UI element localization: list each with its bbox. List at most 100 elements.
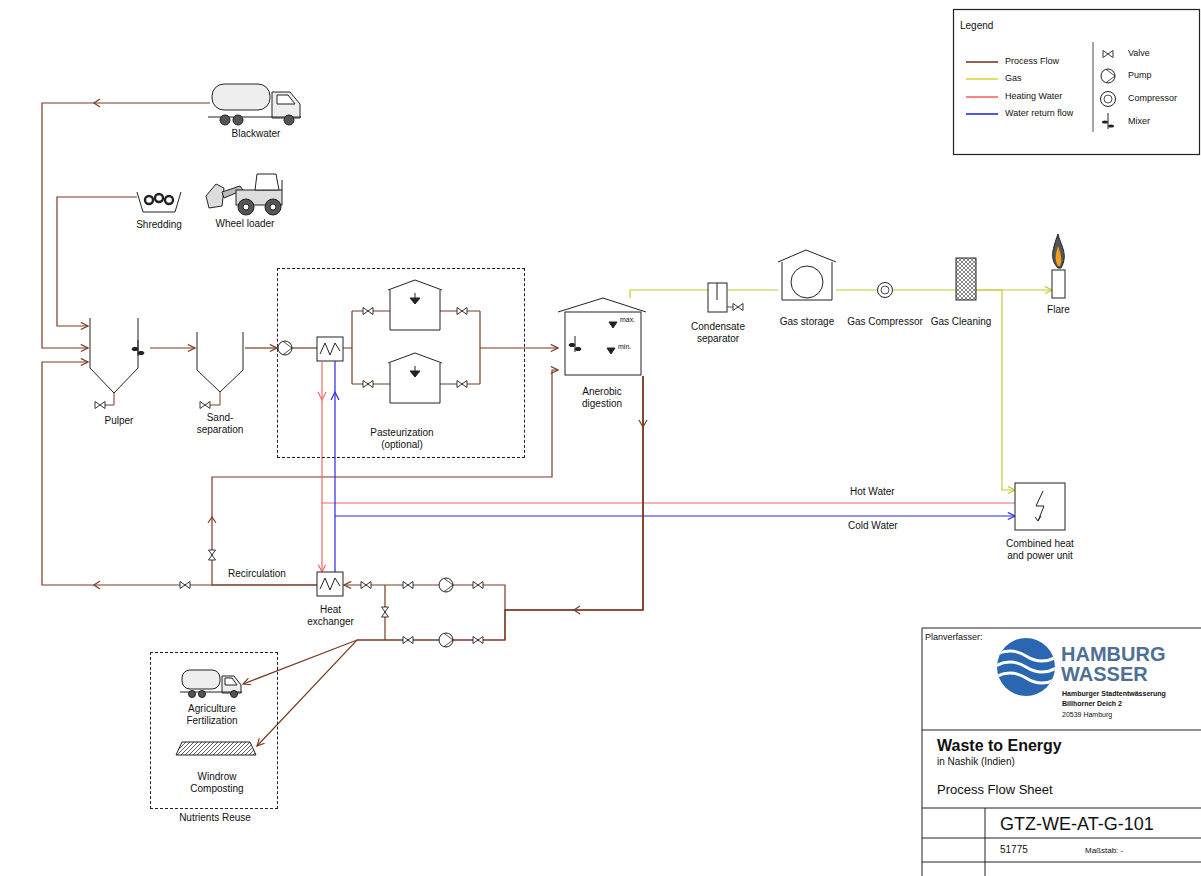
pump-station <box>209 550 216 560</box>
title-block-frame <box>922 628 923 876</box>
equipment-label: Pasteurization (optional) <box>357 427 447 451</box>
fertilizer-truck-icon <box>180 670 242 698</box>
tanker-truck-icon <box>233 115 243 125</box>
water-line <box>335 516 1015 572</box>
flow-label: Hot Water <box>848 486 897 498</box>
sheet-label: 51775 <box>1000 844 1028 856</box>
flow-arrow <box>574 606 580 614</box>
equipment-label: Gas storage <box>777 316 837 328</box>
equipment-node: Gas Cleaning <box>956 258 976 300</box>
legend-frame <box>954 10 1200 155</box>
equipment-node: Pulper <box>88 315 150 397</box>
pump-station <box>439 633 453 647</box>
equipment-label: Pulper <box>94 415 144 427</box>
sheet-label: max. <box>620 316 635 324</box>
windrow-pile <box>176 742 256 755</box>
gas-line <box>836 289 877 290</box>
shredder-icon <box>137 192 181 212</box>
equipment-label: Condensate separator <box>687 321 749 345</box>
sheet-label: min. <box>618 343 631 351</box>
shredder-icon <box>155 194 163 202</box>
sheet-label: in Nashik (Indien) <box>937 756 1015 768</box>
legend-sample <box>966 96 998 98</box>
legend-sample <box>1101 92 1116 107</box>
equipment-label: Wheel loader <box>207 218 283 230</box>
equipment-label: Shredding <box>129 219 189 231</box>
fertilizer-truck-icon <box>222 676 241 693</box>
legend-sample <box>966 51 1116 130</box>
pulper-vessel <box>95 402 105 409</box>
equipment-label: Gas Compressor <box>843 316 927 328</box>
pump-station <box>403 637 413 644</box>
company-logo <box>994 651 1058 683</box>
equipment-node: Heat exchanger <box>317 572 344 596</box>
sheet-label: Planverfasser: <box>925 632 983 642</box>
process-line <box>57 197 137 326</box>
legend-entry: Water return flow <box>1005 108 1073 119</box>
digester-tank <box>558 298 646 375</box>
pump-station <box>473 582 483 589</box>
sheet-label: Waste to Energy <box>937 737 1062 755</box>
equipment-node: Gas Compressor <box>877 282 893 298</box>
legend-frame <box>954 10 1200 155</box>
pasteurization-equipment <box>363 308 373 315</box>
legend-sample <box>1101 69 1115 83</box>
company-logo <box>994 673 1058 683</box>
wheel-loader-icon <box>282 180 283 190</box>
pasteurization-equipment <box>363 381 373 388</box>
pasteurization-equipment <box>457 308 467 315</box>
process-line <box>150 347 195 348</box>
digester-tank <box>558 298 646 312</box>
pump-station <box>384 585 385 640</box>
heat-exchanger-symbol <box>317 572 343 596</box>
shredder-icon <box>137 192 181 212</box>
chp-unit <box>1035 516 1041 521</box>
wheel-loader-icon <box>222 186 243 198</box>
flow-arrow <box>639 420 647 427</box>
wheel-loader-icon <box>236 190 282 205</box>
sheet-label: Legend <box>960 20 993 32</box>
gas-line <box>728 289 778 290</box>
pump-station <box>180 550 483 647</box>
flow-arrow <box>94 581 100 589</box>
equipment-label: Gas Cleaning <box>928 316 994 328</box>
flow-arrow <box>208 517 216 523</box>
chp-unit <box>1015 483 1065 530</box>
equipment-node: Combined heat and power unit <box>1015 483 1065 530</box>
fertilizer-truck-icon <box>189 691 196 698</box>
equipment-node: Wheel loader <box>205 172 285 214</box>
equipment-label: Windrow Composting <box>177 771 257 795</box>
shredder-icon <box>165 196 173 204</box>
process-line <box>245 347 277 348</box>
flow-label: Cold Water <box>846 520 900 532</box>
equipment-node: Agriculture Fertilization <box>181 669 243 697</box>
wheel-loader-icon <box>206 174 282 215</box>
pasteurization-equipment <box>278 341 292 355</box>
pump-station <box>439 578 453 592</box>
title-block-frame <box>985 808 986 876</box>
tanker-truck-icon <box>277 95 295 104</box>
fertilizer-truck-icon <box>199 691 206 698</box>
process-line <box>42 362 317 585</box>
gas-line <box>893 289 956 290</box>
tanker-truck-icon <box>284 115 294 125</box>
flare-stack <box>1052 270 1065 298</box>
fertilizer-truck-icon <box>182 670 220 689</box>
equipment-node: Sand- separation <box>195 330 245 394</box>
pasteurization-equipment <box>343 311 525 384</box>
pump-station <box>403 582 413 589</box>
equipment-node: Gas storage <box>778 250 836 300</box>
pulper-vessel <box>90 318 144 409</box>
equipment-node: Flare <box>1052 270 1065 298</box>
equipment-label: Heat exchanger <box>303 604 359 628</box>
company-logo <box>994 638 1058 696</box>
sheet-label: Maßstab: - <box>1085 846 1123 855</box>
heating-water-line <box>318 361 339 516</box>
legend-sample <box>966 78 998 80</box>
shredder-icon <box>145 196 153 204</box>
condensate-separator <box>708 283 727 312</box>
company-logo <box>994 651 1058 661</box>
process-line <box>212 370 558 585</box>
equipment-label: Anerobic digestion <box>570 386 634 410</box>
